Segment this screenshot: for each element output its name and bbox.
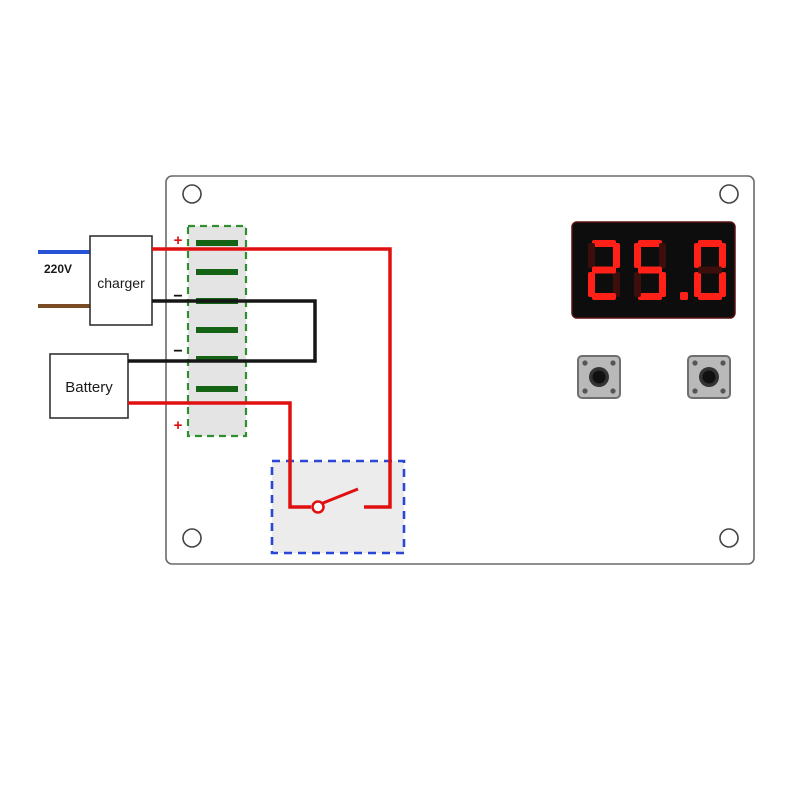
terminal-plus-bottom-label: +: [174, 417, 183, 434]
charger-label: charger: [97, 275, 145, 291]
wire-charger-positive-red: [152, 247, 392, 509]
mounting-hole-top-left: [182, 184, 202, 204]
terminal-bar: [196, 386, 238, 392]
battery-label: Battery: [65, 379, 113, 396]
button-pin: [720, 388, 726, 394]
display-digits: [588, 240, 726, 300]
button-pin: [610, 360, 616, 366]
wire-negative-black: [128, 299, 317, 363]
seven-segment-display: [571, 221, 736, 319]
terminal-minus-top-label: −: [173, 288, 182, 305]
terminal-plus-top-label: +: [174, 232, 183, 249]
button-plunger: [592, 370, 606, 384]
push-button-right: [687, 355, 731, 399]
battery-box: [49, 353, 129, 419]
button-pin: [720, 360, 726, 366]
terminal-bar: [196, 356, 238, 362]
wire-battery-positive-red: [128, 401, 311, 509]
terminal-bar: [196, 327, 238, 333]
button-pin: [610, 388, 616, 394]
button-pin: [692, 360, 698, 366]
switch-pivot-icon: [311, 500, 325, 514]
supply-voltage-label: 220V: [44, 262, 72, 276]
switch-lever-icon: [322, 487, 359, 505]
button-plunger: [702, 370, 716, 384]
terminal-minus-bottom-label: −: [173, 343, 182, 360]
terminal-block: [186, 224, 248, 438]
push-button-left: [577, 355, 621, 399]
terminal-bar: [196, 240, 238, 246]
mounting-hole-top-right: [719, 184, 739, 204]
mounting-hole-bottom-right: [719, 528, 739, 548]
terminal-bar: [196, 269, 238, 275]
button-pin: [692, 388, 698, 394]
mounting-hole-bottom-left: [182, 528, 202, 548]
charger-box: [89, 235, 153, 326]
button-pin: [582, 388, 588, 394]
button-pin: [582, 360, 588, 366]
